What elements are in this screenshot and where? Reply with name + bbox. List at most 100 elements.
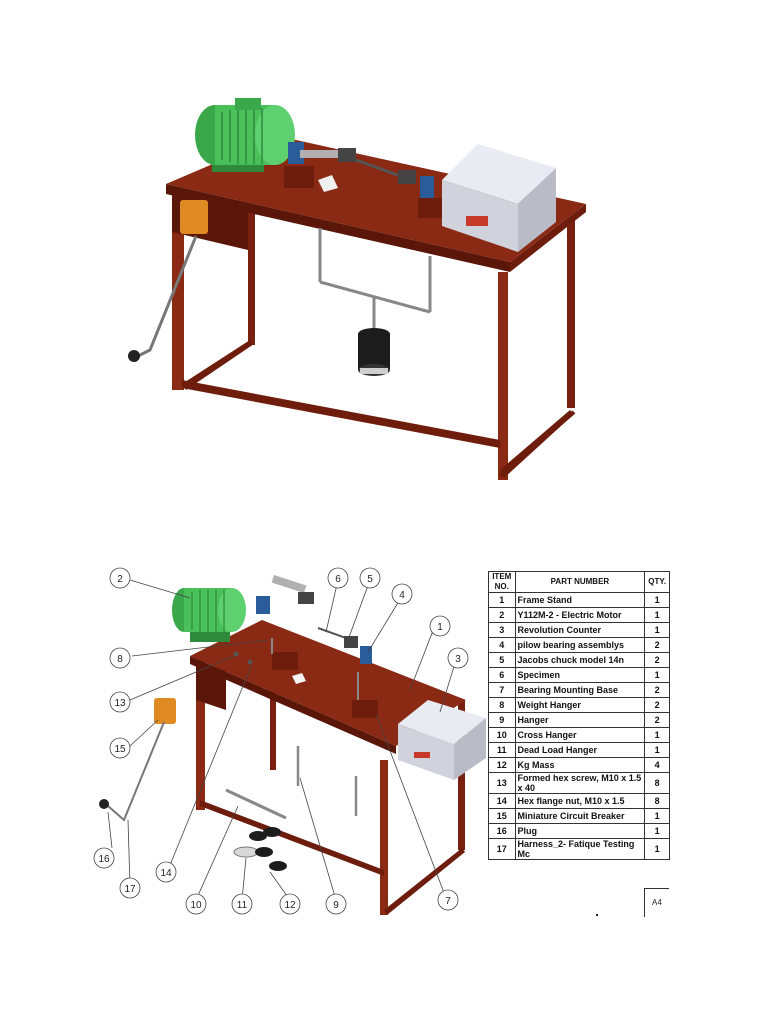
exp-chuck <box>298 592 314 604</box>
bom-part-number: Miniature Circuit Breaker <box>514 808 646 824</box>
bom-item-no: 10 <box>488 727 516 743</box>
sheet-frame <box>644 888 669 917</box>
exp-kg-masses <box>249 827 287 871</box>
bom-item-no: 5 <box>488 652 516 668</box>
bom-header-item: ITEM NO. <box>488 571 516 593</box>
bom-qty: 2 <box>644 697 670 713</box>
assembled-view <box>128 98 586 480</box>
exp-table-opening <box>292 673 306 684</box>
exp-electric-motor <box>172 588 246 642</box>
bom-part-number: Hanger <box>514 712 646 728</box>
svg-text:3: 3 <box>455 654 461 665</box>
exp-pillow-bearing-left <box>256 596 270 614</box>
callout-leaders <box>107 579 457 901</box>
electric-motor <box>195 98 295 172</box>
exp-specimen <box>317 627 347 639</box>
plug <box>128 350 140 362</box>
bom-item-no: 2 <box>488 607 516 623</box>
bom-qty: 1 <box>644 838 670 860</box>
svg-text:1: 1 <box>437 622 443 633</box>
bom-item-no: 4 <box>488 637 516 653</box>
bom-part-number: Bearing Mounting Base <box>514 682 646 698</box>
exp-frame-table-top <box>190 620 466 746</box>
frame-rail-bottom <box>498 410 576 478</box>
chuck-right <box>398 170 416 184</box>
frame-table-edge-right <box>510 204 586 272</box>
bom-qty: 8 <box>644 772 670 794</box>
shaft-left <box>300 150 340 158</box>
bom-item-no: 11 <box>488 742 516 758</box>
bom-part-number: Kg Mass <box>514 757 646 773</box>
specimen <box>355 158 401 178</box>
exp-frame-leg-rear <box>270 640 276 770</box>
svg-text:10: 10 <box>190 900 202 911</box>
bom-part-number: Dead Load Hanger <box>514 742 646 758</box>
counter-side <box>518 168 556 252</box>
svg-text:2: 2 <box>117 574 123 585</box>
callout-13: 13 <box>109 691 131 713</box>
bom-part-number: Harness_2- Fatique Testing Mc <box>514 838 646 860</box>
callout-3: 3 <box>447 647 469 669</box>
exp-weight-hangers <box>271 638 359 700</box>
exp-bearing-mount-right <box>352 700 378 718</box>
bom-qty: 1 <box>644 742 670 758</box>
bom-item-no: 8 <box>488 697 516 713</box>
bom-part-number: Frame Stand <box>514 592 646 608</box>
svg-text:4: 4 <box>399 590 405 601</box>
frame-leg-front-right <box>498 272 508 480</box>
svg-text:15: 15 <box>114 744 126 755</box>
bom-header-row: ITEM NO. PART NUMBER QTY. <box>488 571 670 593</box>
callout-17: 17 <box>119 877 141 899</box>
exp-frame-leg-left <box>196 660 205 810</box>
bom-part-number: Y112M-2 - Electric Motor <box>514 607 646 623</box>
exp-revolution-counter <box>398 700 486 780</box>
exp-frame-leg-right <box>380 760 388 915</box>
bom-qty: 4 <box>644 757 670 773</box>
callout-9: 9 <box>325 893 347 915</box>
callout-10: 10 <box>185 893 207 915</box>
svg-text:6: 6 <box>335 574 341 585</box>
bom-part-number: Hex flange nut, M10 x 1.5 <box>514 793 646 809</box>
bom-qty: 1 <box>644 808 670 824</box>
svg-text:5: 5 <box>367 574 373 585</box>
pillow-bearing-right <box>420 176 434 198</box>
bom-qty: 1 <box>644 727 670 743</box>
table-opening <box>318 175 338 192</box>
chuck-left <box>338 148 356 162</box>
callout-5: 5 <box>359 567 381 589</box>
bom-qty: 2 <box>644 637 670 653</box>
callout-15: 15 <box>109 737 131 759</box>
svg-text:9: 9 <box>333 900 339 911</box>
bom-qty: 2 <box>644 652 670 668</box>
bom-qty: 1 <box>644 592 670 608</box>
exp-plug <box>99 799 109 809</box>
exp-shaft <box>271 574 307 594</box>
svg-text:12: 12 <box>284 900 296 911</box>
bom-part-number: Specimen <box>514 667 646 683</box>
exp-bearing-mount-left <box>272 652 298 670</box>
revolution-counter <box>442 144 556 252</box>
bom-item-no: 15 <box>488 808 516 824</box>
mass-stack <box>358 328 390 376</box>
callout-12: 12 <box>279 893 301 915</box>
exp-frame-table-edge <box>190 656 396 754</box>
exp-dead-load-hanger <box>233 846 259 858</box>
frame-leg-front-left <box>172 190 184 390</box>
svg-text:14: 14 <box>160 868 172 879</box>
bom-item-no: 6 <box>488 667 516 683</box>
exp-harness-cable <box>107 721 165 822</box>
exp-frame-lower-rail-right <box>384 848 465 915</box>
bom-item-no: 12 <box>488 757 516 773</box>
callout-2: 2 <box>109 567 131 589</box>
